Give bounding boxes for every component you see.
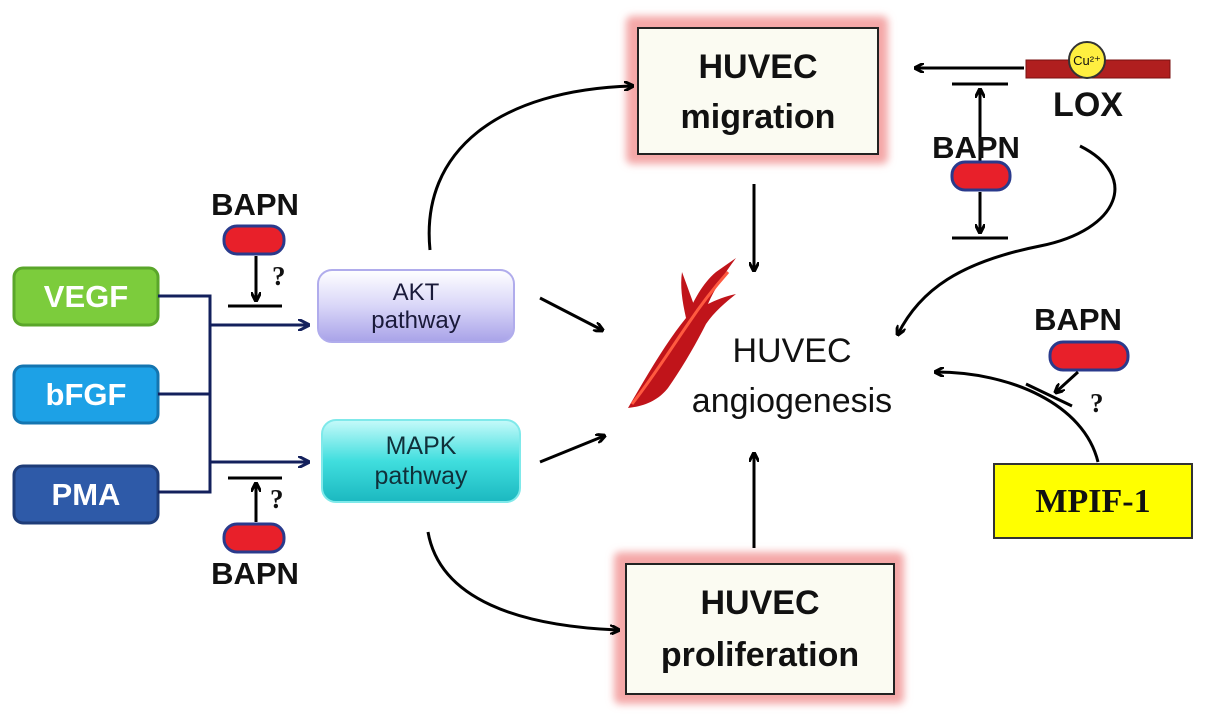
angiogenesis-label: HUVEC angiogenesis	[692, 332, 892, 420]
migration-box: HUVEC migration	[626, 16, 888, 164]
blood-vessel-icon	[628, 258, 736, 408]
bfgf-label: bFGF	[46, 377, 127, 412]
proliferation-line2: proliferation	[661, 636, 859, 674]
flow-arrows	[426, 68, 1117, 630]
bapn-lox-inhibitor: BAPN	[932, 82, 1020, 240]
mpif-label: MPIF-1	[1035, 483, 1150, 520]
bapn-lox-label: BAPN	[932, 130, 1020, 165]
bapn-bottom-inhibitor: ? BAPN	[211, 476, 299, 591]
angiogenesis-line1: HUVEC	[732, 332, 851, 370]
mpif-box: MPIF-1	[993, 463, 1193, 539]
mapk-pathway-box: MAPK pathway	[321, 419, 521, 503]
bapn-top-question: ?	[272, 261, 286, 291]
akt-pathway-box: AKT pathway	[317, 269, 515, 343]
bapn-top-pill	[222, 224, 286, 256]
bapn-lox-pill	[950, 160, 1012, 192]
lox-bar: Cu²⁺ LOX	[1025, 41, 1171, 124]
bapn-mpif-label: BAPN	[1034, 302, 1122, 337]
input-connector	[158, 294, 308, 494]
bapn-mpif-inhibitor: BAPN ?	[1025, 302, 1130, 418]
mapk-line1: MAPK	[386, 432, 457, 460]
bfgf-box: bFGF	[12, 364, 160, 425]
copper-ion-icon	[1068, 41, 1106, 79]
bapn-mpif-question: ?	[1090, 388, 1104, 418]
bapn-bottom-pill	[222, 522, 286, 554]
bapn-mpif-pill	[1048, 340, 1130, 372]
lox-label: LOX	[1053, 86, 1123, 124]
bapn-top-inhibitor: BAPN ?	[211, 187, 299, 308]
proliferation-box: HUVEC proliferation	[614, 552, 904, 704]
bapn-bottom-question: ?	[270, 484, 284, 514]
mapk-line2: pathway	[374, 462, 468, 490]
akt-line2: pathway	[371, 307, 460, 334]
copper-label: Cu²⁺	[1073, 53, 1101, 68]
bapn-bottom-label: BAPN	[211, 556, 299, 591]
migration-line1: HUVEC	[698, 48, 817, 86]
angiogenesis-line2: angiogenesis	[692, 382, 892, 420]
vegf-box: VEGF	[12, 266, 160, 327]
bapn-top-label: BAPN	[211, 187, 299, 222]
proliferation-line1: HUVEC	[700, 584, 819, 622]
vegf-label: VEGF	[44, 279, 128, 314]
migration-line2: migration	[681, 98, 836, 136]
pma-box: PMA	[12, 464, 160, 525]
pma-label: PMA	[52, 477, 121, 512]
akt-line1: AKT	[393, 279, 440, 306]
